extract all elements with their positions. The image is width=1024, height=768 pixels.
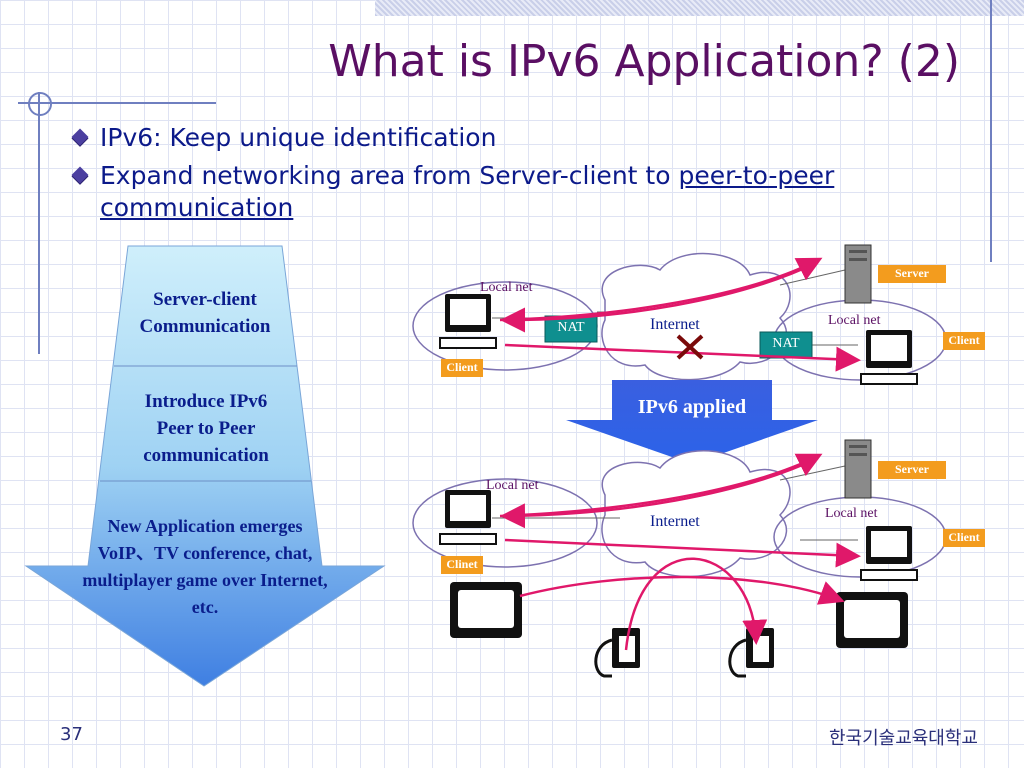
bullet-list: IPv6: Keep unique identification Expand … [70,122,910,230]
local-net-label: Local net [480,280,533,295]
funnel-line: etc. [191,597,219,617]
server-badge [878,461,946,479]
nat-label: NAT [772,336,800,351]
tv-icon [450,582,522,638]
computer-icon [439,490,497,545]
footer-institution: 한국기술교육대학교 [828,728,978,749]
client-badge [943,529,985,547]
funnel-line: Introduce IPv6 [144,391,268,412]
funnel-line: Peer to Peer [156,418,256,439]
connection-arrow [519,575,845,605]
local-net-label: Local net [825,506,878,521]
top-decor-band [375,0,1024,16]
internet-cloud [601,252,791,381]
server-icon [844,244,872,304]
funnel-line: communication [143,445,269,466]
funnel-line: Server-client [153,289,257,310]
server-label: Server [895,266,929,280]
computer-icon [860,330,918,385]
connection-arrow [499,257,823,322]
client-label: Client [948,333,980,347]
local-net-ellipse [412,478,598,568]
funnel-stage-2: Introduce IPv6 Peer to Peer communicatio… [96,388,316,469]
computer-icon [860,526,918,581]
client-badge [943,332,985,350]
decor-circle [28,92,52,116]
computer-icon [439,294,497,349]
bullet-text: IPv6: Keep unique identification [100,123,497,152]
bullet-underlined-text: peer-to-peer communication [100,161,835,222]
connection-arrow [500,260,819,333]
local-net-label: Local net [486,478,539,493]
funnel-stage-3: New Application emerges VoIP、TV conferen… [40,513,370,621]
slide-title: What is IPv6 Application? (2) [328,36,960,87]
bullet-item: IPv6: Keep unique identification [70,122,910,154]
bullet-item: Expand networking area from Server-clien… [70,160,910,224]
page-number: 37 [60,724,83,745]
server-icon [844,439,872,499]
funnel-line: VoIP、TV conference, chat, [97,543,313,563]
nat-box [759,331,813,359]
connection-arrow [624,557,768,651]
funnel-line: New Application emerges [107,516,303,536]
blocked-x-icon [676,334,704,360]
decor-vline-left [38,92,40,354]
funnel-shape [24,245,386,687]
phone-icon [594,628,640,678]
internet-label: Internet [650,316,700,333]
ipv6-applied-label: IPv6 applied [637,396,747,418]
funnel-line: Communication [139,316,271,337]
funnel-stage-1: Server-client Communication [100,286,310,340]
nat-label: NAT [557,320,585,335]
client-badge [441,359,483,377]
funnel-line: multiplayer game over Internet, [82,570,328,590]
ipv6-applied-arrow [566,380,818,464]
connection-arrow [504,343,861,372]
server-label: Server [895,462,929,476]
decor-vline-right [990,0,992,262]
internet-label: Internet [650,513,700,530]
client-label: Client [446,360,478,374]
client-label: Client [948,530,980,544]
bullet-text: Expand networking area from Server-clien… [100,161,679,190]
client-label: Clinet [446,557,478,571]
server-badge [878,265,946,283]
phone-icon [728,628,774,678]
connection-arrow [504,538,861,568]
nat-box [544,315,598,343]
connection-arrow [500,456,819,529]
client-badge [441,556,483,574]
local-net-label: Local net [828,313,881,328]
decor-hline [18,102,216,104]
tv-icon [836,592,908,648]
connection-arrow [499,453,823,518]
